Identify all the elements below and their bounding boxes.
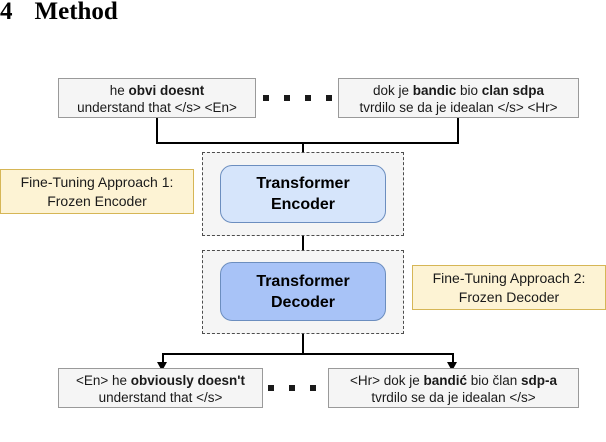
input-box-croatian: dok je bandic bio clan sdpa tvrdilo se d… — [338, 78, 579, 118]
encoder-label-line1: Transformer — [256, 175, 350, 192]
input-english-bold: obvi doesnt — [128, 83, 205, 98]
decoder-label-line1: Transformer — [256, 272, 350, 290]
input-croatian-line2: tvrdilo se da je idealan </s> <Hr> — [359, 100, 558, 115]
connector-output-split-bar — [162, 353, 453, 355]
section-number: 4 — [0, 0, 13, 25]
output-croatian-plain-b: bio član — [467, 373, 522, 388]
connector-output-english-stem — [162, 353, 164, 364]
ellipsis-dot — [284, 95, 290, 101]
ellipsis-dot — [305, 95, 311, 101]
input-croatian-plain-a: dok je — [372, 83, 413, 98]
ellipsis-bottom — [268, 385, 337, 391]
output-croatian-plain-a: <Hr> dok je — [349, 373, 424, 388]
annotation-approach-1: Fine-Tuning Approach 1: Frozen Encoder — [0, 169, 194, 214]
ellipsis-top — [263, 95, 332, 101]
annotation-approach-2: Fine-Tuning Approach 2: Frozen Decoder — [412, 265, 606, 310]
output-croatian-line2: tvrdilo se da je idealan </s> — [371, 390, 536, 405]
connector-output-croatian-stem — [452, 353, 454, 364]
output-english-bold: obviously doesn't — [130, 373, 246, 388]
ellipsis-dot — [289, 385, 295, 391]
connector-input-join-bar — [156, 142, 459, 144]
annotation-approach-1-line2: Frozen Encoder — [47, 193, 147, 209]
page-title: 4 Method — [0, 0, 118, 26]
annotation-approach-2-line1: Fine-Tuning Approach 2: — [432, 270, 586, 286]
arrow-down-icon — [157, 362, 167, 371]
ellipsis-dot — [310, 385, 316, 391]
arrow-down-icon — [447, 362, 457, 371]
encoder-label-line2: Encoder — [270, 196, 335, 213]
transformer-encoder-block[interactable]: Transformer Encoder — [220, 165, 386, 223]
annotation-approach-2-line2: Frozen Decoder — [458, 289, 560, 305]
input-english-plain-a: he — [109, 83, 129, 98]
annotation-approach-1-line1: Fine-Tuning Approach 1: — [20, 174, 174, 190]
connector-decoder-stem — [302, 334, 304, 354]
connector-input-to-encoder — [302, 142, 304, 159]
input-croatian-plain-b: bio — [456, 83, 482, 98]
connector-encoder-to-decoder — [302, 236, 304, 257]
output-english-plain-a: <En> he — [75, 373, 131, 388]
ellipsis-dot — [263, 95, 269, 101]
connector-input-croatian-stem — [457, 118, 459, 143]
output-box-english: <En> he obviously doesn't understand tha… — [58, 368, 263, 408]
output-box-croatian: <Hr> dok je bandić bio član sdp-a tvrdil… — [328, 368, 579, 408]
transformer-decoder-block[interactable]: Transformer Decoder — [220, 262, 386, 321]
output-croatian-bold-b: sdp-a — [521, 373, 558, 388]
input-croatian-bold-a: bandic — [412, 83, 457, 98]
ellipsis-dot — [268, 385, 274, 391]
input-croatian-bold-b: clan sdpa — [481, 83, 545, 98]
output-english-line2: understand that </s> — [98, 390, 223, 405]
output-croatian-bold-a: bandić — [423, 373, 467, 388]
decoder-label-line2: Decoder — [270, 293, 336, 311]
ellipsis-dot — [326, 95, 332, 101]
connector-input-english-stem — [156, 118, 158, 143]
input-english-line2: understand that </s> <En> — [77, 100, 237, 115]
input-box-english: he obvi doesnt understand that </s> <En> — [58, 78, 256, 118]
section-title: Method — [34, 0, 118, 25]
